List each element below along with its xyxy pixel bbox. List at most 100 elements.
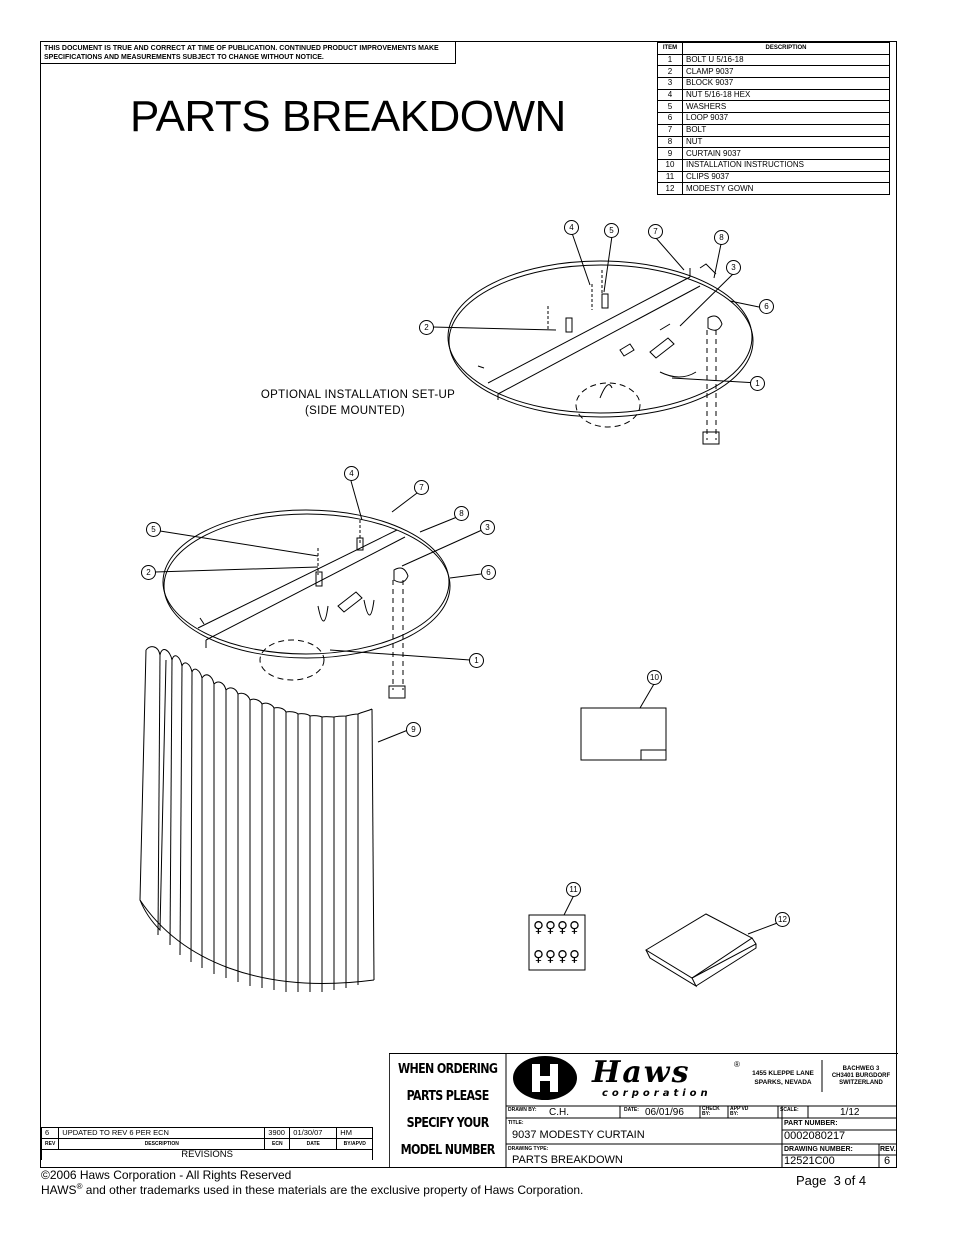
table-row: REV DESCRIPTION ECN DATE BY/APVD: [40, 1138, 374, 1150]
date-header: DATE: [289, 1138, 338, 1150]
eu-address-line: BACHWEG 3: [842, 1066, 880, 1072]
callout-8: 8: [454, 506, 469, 521]
callout-8: 8: [714, 230, 729, 245]
ordering-line: MODEL NUMBER: [400, 1142, 496, 1158]
copyright-text: ©2006 Haws Corporation - All Rights Rese…: [41, 1168, 292, 1182]
registered-mark: ®: [734, 1060, 740, 1069]
svg-text:♀: ♀: [557, 918, 568, 936]
callout-4: 4: [564, 220, 579, 235]
rev-description-cell: UPDATED TO REV 6 PER ECN: [58, 1127, 266, 1139]
page-number: Page 3 of 4: [796, 1173, 867, 1188]
top-tabletop-drawing: [447, 260, 754, 445]
callout-10: 10: [647, 670, 662, 685]
optional-setup-label: OPTIONAL INSTALLATION SET-UP: [260, 389, 456, 401]
callout-9: 9: [406, 722, 421, 737]
item-description: MODESTY GOWN: [682, 182, 890, 195]
svg-text:♀: ♀: [557, 947, 568, 965]
trademark-text: HAWS® and other trademarks used in these…: [41, 1182, 583, 1197]
rev-header: REV: [40, 1138, 60, 1150]
drawing-type-label: DRAWING TYPE:: [508, 1146, 549, 1152]
us-address-line: SPARKS, NEVADA: [754, 1079, 812, 1086]
clip-icons: ♀♀♀♀ ♀♀♀♀: [533, 918, 580, 965]
callout-5: 5: [146, 522, 161, 537]
drawing-title-value: 9037 MODESTY CURTAIN: [512, 1129, 645, 1141]
callout-6: 6: [759, 299, 774, 314]
trademark-rest: and other trademarks used in these mater…: [82, 1183, 584, 1197]
ordering-line: WHEN ORDERING: [397, 1061, 498, 1077]
date-label: DATE:: [624, 1107, 639, 1113]
callout-3: 3: [726, 260, 741, 275]
table-row: REVISIONS: [40, 1149, 374, 1160]
side-mounted-label: (SIDE MOUNTED): [304, 405, 406, 417]
item-description: CURTAIN 9037: [682, 147, 890, 160]
ordering-note: WHEN ORDERING PARTS PLEASE SPECIFY YOUR …: [389, 1053, 506, 1168]
svg-text:♀: ♀: [545, 947, 556, 965]
ordering-line: SPECIFY YOUR: [406, 1115, 490, 1131]
scale-label: SCALE:: [780, 1107, 799, 1113]
drawing-frame: [40, 41, 897, 1168]
ecn-header: ECN: [264, 1138, 291, 1150]
us-address: 1455 KLEPPE LANE SPARKS, NEVADA: [746, 1069, 820, 1087]
item-number: 12: [657, 182, 683, 195]
col-desc-header: DESCRIPTION: [682, 42, 890, 55]
rev-label: REV.: [880, 1146, 896, 1153]
instructions-drawing: [580, 683, 667, 761]
drawing-number-label: DRAWING NUMBER:: [784, 1146, 853, 1153]
callout-3: 3: [480, 520, 495, 535]
haws-logo-mark: [513, 1056, 577, 1100]
rev-by-cell: HM: [336, 1127, 374, 1139]
description-header: DESCRIPTION: [58, 1138, 266, 1150]
svg-text:♀: ♀: [533, 947, 544, 965]
rev-date-cell: 01/30/07: [289, 1127, 338, 1139]
drawing-type-value: PARTS BREAKDOWN: [512, 1154, 623, 1166]
part-number-value: 0002080217: [784, 1130, 846, 1142]
callout-5: 5: [604, 223, 619, 238]
date-value: 06/01/96: [645, 1107, 684, 1118]
drawing-number-value: 12521C00: [784, 1155, 835, 1167]
callout-4: 4: [344, 466, 359, 481]
corporation-text: corporation: [602, 1088, 712, 1099]
scale-value: 1/12: [840, 1107, 860, 1118]
callout-12: 12: [775, 912, 790, 927]
callout-1: 1: [750, 376, 765, 391]
rev-value: 6: [884, 1155, 891, 1167]
parts-table-header: ITEM DESCRIPTION: [657, 42, 890, 55]
gown-drawing: [645, 913, 781, 988]
rev-cell: 6: [40, 1127, 60, 1139]
curtain-drawing: [139, 646, 375, 992]
item-description: BOLT: [682, 123, 890, 137]
trademark-prefix: HAWS: [41, 1183, 77, 1197]
clips-drawing: [528, 894, 586, 971]
check-by-label: CHECK BY:: [702, 1106, 720, 1117]
haws-wordmark: Haws: [592, 1055, 691, 1090]
drawn-by-value: C.H.: [549, 1107, 569, 1118]
notice-text: THIS DOCUMENT IS TRUE AND CORRECT AT TIM…: [41, 42, 456, 64]
title-block-top-border: [389, 1053, 898, 1054]
ecn-cell: 3900: [264, 1127, 291, 1139]
callout-2: 2: [419, 320, 434, 335]
item-description: NUT: [682, 135, 890, 149]
svg-text:♀: ♀: [533, 918, 544, 936]
callout-7: 7: [414, 480, 429, 495]
drawn-by-label: DRAWN BY:: [508, 1107, 537, 1113]
eu-address-line: CH3401 BURGDORF: [831, 1073, 891, 1079]
registered-symbol: ®: [76, 1182, 83, 1191]
bottom-tabletop-drawing: [162, 509, 451, 699]
by-header: BY/APVD: [336, 1138, 374, 1150]
revisions-caption: REVISIONS: [40, 1149, 374, 1160]
item-description: CLIPS 9037: [682, 170, 890, 184]
item-description: INSTALLATION INSTRUCTIONS: [682, 158, 890, 172]
revisions-table: 6 UPDATED TO REV 6 PER ECN 3900 01/30/07…: [40, 1127, 374, 1160]
callout-1: 1: [469, 653, 484, 668]
eu-address: BACHWEG 3 CH3401 BURGDORF SWITZERLAND: [824, 1066, 898, 1087]
item-number: 7: [657, 123, 683, 137]
callout-7: 7: [648, 224, 663, 239]
title-label: TITLE:: [508, 1120, 524, 1126]
